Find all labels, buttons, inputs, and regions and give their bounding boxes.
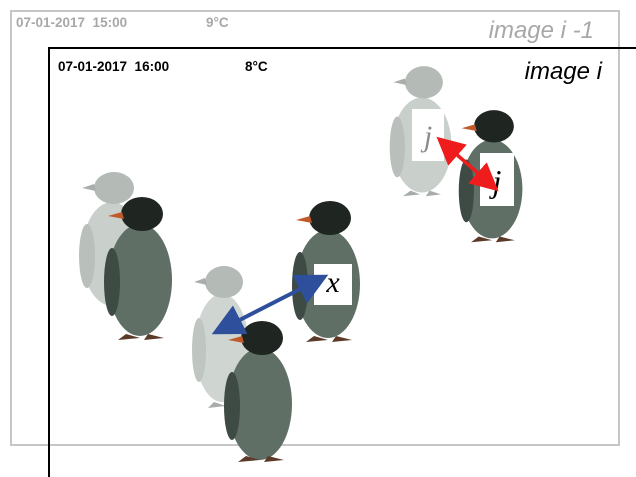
- current-image-label: image i: [524, 58, 602, 85]
- match-arrow: [436, 136, 499, 192]
- current-image-frame-left: [48, 47, 50, 477]
- previous-image-frame: [10, 10, 620, 446]
- previous-temperature: 9°C: [206, 15, 229, 30]
- penguin-current-left: [104, 197, 172, 340]
- current-image-frame-top: [48, 47, 636, 49]
- j-previous-label: j: [420, 120, 432, 153]
- current-temperature: 8°C: [245, 59, 268, 74]
- candidate-arrow: [211, 274, 329, 335]
- x-label: x: [325, 266, 340, 299]
- current-timestamp: 07-01-2017 16:00: [58, 59, 170, 74]
- previous-timestamp: 07-01-2017 15:00: [16, 15, 128, 30]
- previous-image-label: image i -1: [488, 17, 594, 44]
